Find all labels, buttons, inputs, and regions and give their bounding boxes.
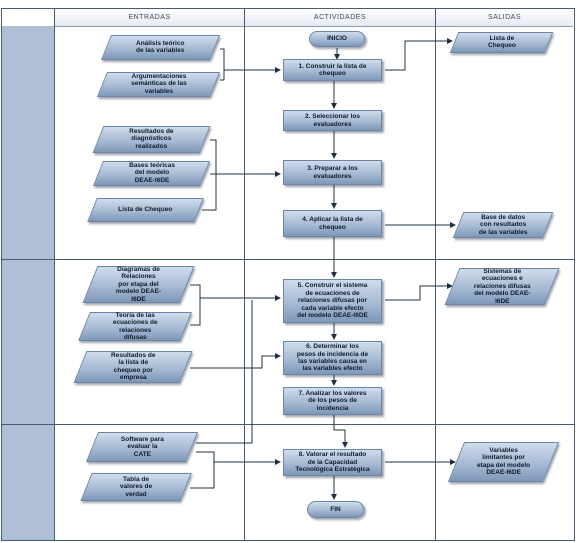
end-terminal: FIN xyxy=(307,501,364,518)
input-software: Software para evaluar la CATE xyxy=(85,432,199,462)
connector xyxy=(190,353,281,369)
input-analisis-teorico: Análisis teórico de las variables xyxy=(100,35,221,60)
connector xyxy=(202,174,217,211)
header-outputs: SALIDAS xyxy=(436,9,573,27)
activity-7: 7. Analizar los valores de los pesos de … xyxy=(283,387,382,415)
start-terminal: INICIO xyxy=(309,31,365,47)
input-teoria-ecuaciones: Teoría de las ecuaciones de relaciones d… xyxy=(78,312,192,341)
connector xyxy=(210,139,281,177)
connector xyxy=(190,462,215,489)
input-lista-chequeo: Lista de Chequeo xyxy=(87,198,204,222)
output-variables-limitantes: Variables limitantes por etapa del model… xyxy=(447,442,560,482)
outer-frame xyxy=(1,8,575,541)
input-argumentaciones: Argumentaciones semánticas de las variab… xyxy=(96,72,221,97)
connector xyxy=(190,284,281,301)
input-resultados-lista: Resultados de la lista de chequeo por em… xyxy=(73,351,193,383)
connector xyxy=(196,300,253,444)
activity-2: 2. Seleccionar los evaluadores xyxy=(283,110,382,131)
header-inputs: ENTRADAS xyxy=(55,9,244,27)
input-tabla-valores: Tabla de valores de verdad xyxy=(80,473,192,501)
input-diagramas-relaciones: Diagramas de Relaciones por etapa del mo… xyxy=(82,266,195,303)
connector xyxy=(333,415,348,448)
phase-band xyxy=(2,26,54,540)
output-base-datos: Base de datos con resultados de las vari… xyxy=(452,212,554,238)
connector xyxy=(385,283,453,301)
output-lista-chequeo: Lista de Chequeo xyxy=(449,32,554,53)
connector xyxy=(385,38,453,71)
header-activities: ACTIVIDADES xyxy=(245,9,435,27)
activity-3: 3. Preparar a los evaluadores xyxy=(283,160,382,185)
activity-5: 5. Construir el sistema de ecuaciones de… xyxy=(283,279,382,323)
connector xyxy=(190,298,201,326)
input-bases-teoricas: Bases teóricas del modelo DEAE-I6DE xyxy=(92,161,211,186)
activity-6: 6. Determinar los pesos de incidencia de… xyxy=(283,341,382,375)
activity-4: 4. Aplicar la lista de chequeo xyxy=(283,210,382,237)
activity-8: 8. Valorar el resultado de la Capacidad … xyxy=(283,449,382,476)
input-resultados-diagnosticos: Resultados de diagnósticos realizados xyxy=(92,126,211,153)
output-sistemas-ecuaciones: Sistemas de ecuaciones e relaciones difu… xyxy=(444,268,560,305)
connector xyxy=(220,48,281,73)
connector xyxy=(196,451,281,465)
activity-1: 1. Construir la lista de chequeo xyxy=(283,59,382,81)
